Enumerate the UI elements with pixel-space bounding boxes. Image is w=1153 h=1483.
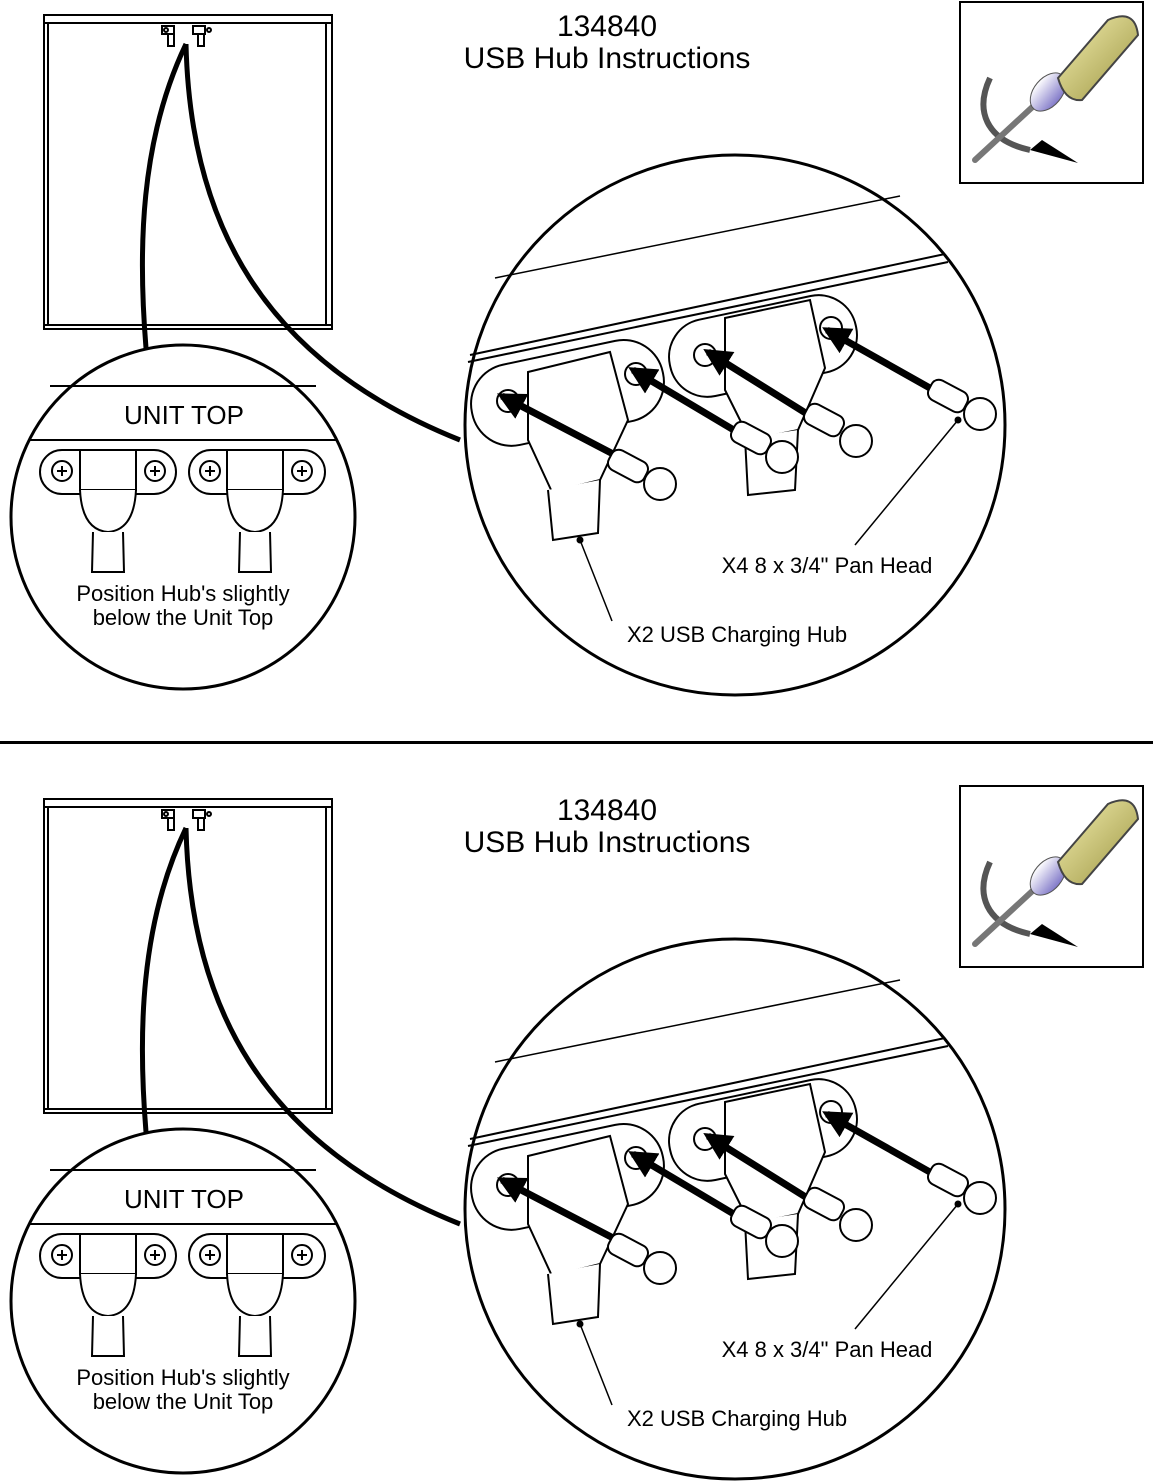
hub-install-detail: X4 8 x 3/4" Pan Head X2 USB Charging Hub (463, 937, 1007, 1481)
part-number: 134840 (557, 794, 657, 827)
screw-icon (606, 378, 997, 501)
unit-top-detail: UNIT TOP Position Hub's slightly below t… (9, 343, 357, 691)
leader-curves (139, 42, 461, 443)
screwdriver-icon (959, 1, 1144, 184)
position-note-line2: below the Unit Top (93, 1389, 274, 1414)
instruction-sheet-1: 134840 USB Hub Instructions (0, 0, 1153, 741)
cabinet-overview (43, 14, 333, 330)
screw-icon (606, 1162, 997, 1285)
unit-top-label: UNIT TOP (124, 400, 244, 430)
cabinet-overview (43, 798, 333, 1114)
page-title: USB Hub Instructions (464, 42, 751, 75)
page-title: USB Hub Instructions (464, 826, 751, 859)
unit-top-label: UNIT TOP (124, 1184, 244, 1214)
part-number: 134840 (557, 10, 657, 43)
unit-top-detail: UNIT TOP Position Hub's slightly below t… (9, 1127, 357, 1475)
screwdriver-icon (959, 785, 1144, 968)
screws-callout: X4 8 x 3/4" Pan Head (722, 1337, 933, 1362)
section-divider (0, 741, 1153, 744)
screws-callout: X4 8 x 3/4" Pan Head (722, 553, 933, 578)
position-note-line1: Position Hub's slightly (76, 581, 289, 606)
leader-curves (139, 826, 461, 1227)
hub-install-detail: X4 8 x 3/4" Pan Head X2 USB Charging Hub (463, 153, 1007, 697)
position-note-line1: Position Hub's slightly (76, 1365, 289, 1390)
hubs-callout: X2 USB Charging Hub (627, 1406, 847, 1431)
position-note-line2: below the Unit Top (93, 605, 274, 630)
instruction-sheet-2: 134840 USB Hub Instructions (0, 742, 1153, 1483)
hubs-callout: X2 USB Charging Hub (627, 622, 847, 647)
